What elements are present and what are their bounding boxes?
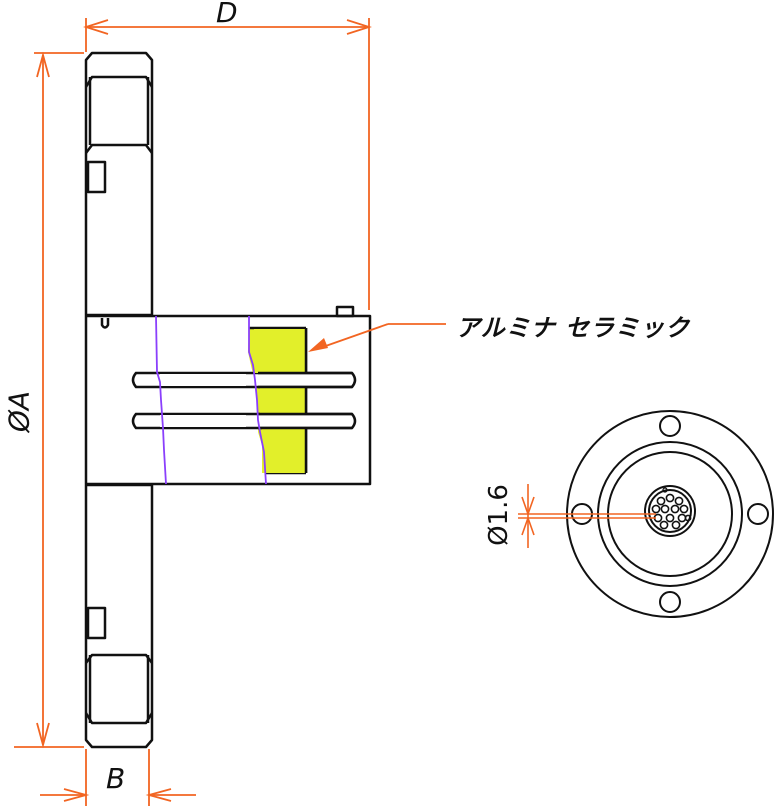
top-nub [335, 305, 355, 318]
pin-dimension [518, 484, 656, 548]
callout-arrowhead [308, 338, 328, 352]
upper-tab [86, 160, 107, 194]
feedthrough-body [84, 314, 372, 486]
connector-outer [644, 485, 696, 537]
depth-dimension-label: D [216, 0, 238, 29]
bolt-hole-top [659, 415, 681, 437]
lower-flange [84, 483, 154, 749]
bolt-hole-bottom [659, 591, 681, 613]
ceramic-callout-label: アルミナ セラミック [456, 314, 691, 342]
side-view [84, 51, 372, 749]
connector-pins [651, 493, 692, 530]
thickness-dimension-label: B [106, 762, 126, 795]
upper-flange [84, 51, 154, 317]
diameter-dimension-label: ØA [2, 390, 36, 433]
bolt-hole-right [747, 503, 769, 525]
key-notch [662, 487, 668, 493]
notch [100, 318, 110, 329]
connector-inner [648, 489, 692, 533]
dimension-lines [14, 18, 446, 806]
pin-diameter-label: Ø1.6 [484, 484, 514, 546]
break-lines [155, 315, 267, 485]
lower-tab [86, 606, 107, 640]
